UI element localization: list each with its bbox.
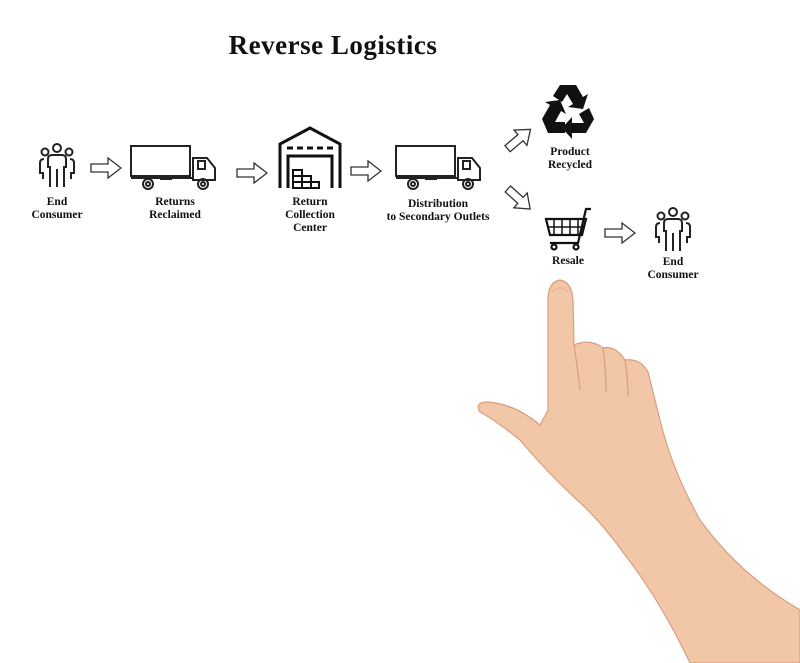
label-line: Reclaimed <box>149 209 201 221</box>
label-return-collection-center: Return Collection Center <box>230 196 390 235</box>
label-line: Consumer <box>31 209 83 221</box>
label-product-recycled: Product Recycled <box>490 146 650 172</box>
label-line: Return <box>292 196 328 208</box>
label-end-consumer-2: End Consumer <box>593 256 753 282</box>
label-line: Collection <box>285 209 335 221</box>
label-line: End <box>662 256 684 268</box>
label-line: Recycled <box>547 159 593 171</box>
label-returns-reclaimed: Returns Reclaimed <box>95 196 255 222</box>
label-end-consumer: End Consumer <box>0 196 137 222</box>
label-line: Returns <box>155 196 195 208</box>
label-line: Center <box>293 222 327 234</box>
label-distribution: Distribution to Secondary Outlets <box>358 198 518 224</box>
label-resale: Resale <box>488 255 648 268</box>
label-line: Consumer <box>647 269 699 281</box>
page-title: Reverse Logistics <box>228 30 438 60</box>
label-line: Resale <box>552 255 584 267</box>
label-line: Distribution <box>407 198 469 210</box>
label-line: Product <box>550 146 590 158</box>
label-line: End <box>46 196 68 208</box>
label-line: to Secondary Outlets <box>386 211 490 223</box>
